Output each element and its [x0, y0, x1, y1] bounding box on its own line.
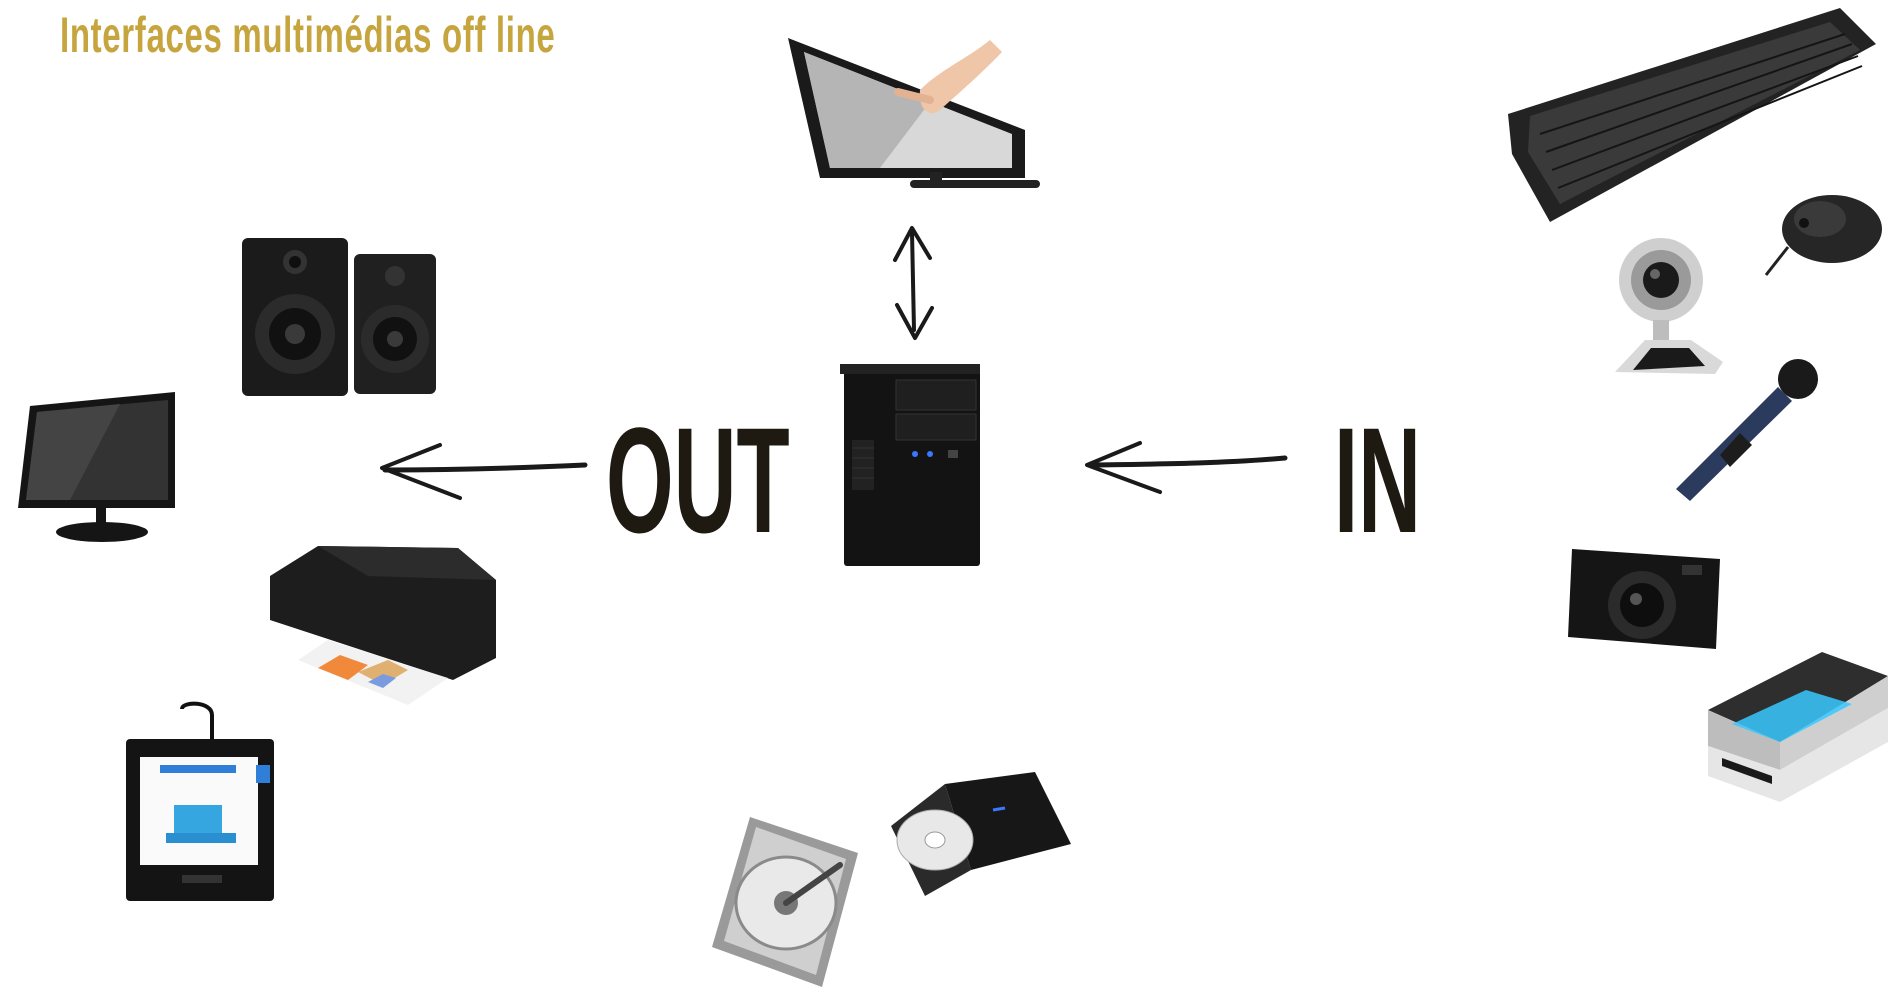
flatbed-scanner-icon: [1708, 652, 1888, 802]
out-label: OUT: [606, 396, 790, 564]
digital-camera-icon: [1568, 549, 1720, 649]
desktop-computer-tower-icon: [840, 364, 980, 566]
in-label: IN: [1334, 396, 1421, 564]
speakers-icon: [242, 238, 436, 396]
webcam-icon: [1615, 238, 1723, 374]
mouse-icon: [1764, 195, 1882, 276]
touchscreen-monitor-icon: [788, 38, 1040, 188]
keyboard-icon: [1508, 8, 1876, 222]
page-title: Interfaces multimédias off line: [60, 7, 556, 63]
3d-printer-icon: [126, 701, 274, 901]
inkjet-printer-icon: [270, 546, 496, 705]
external-optical-drive-icon: [891, 772, 1071, 896]
hard-disk-drive-icon: [712, 817, 858, 987]
microphone-icon: [1676, 359, 1818, 501]
lcd-monitor-icon: [18, 392, 175, 542]
